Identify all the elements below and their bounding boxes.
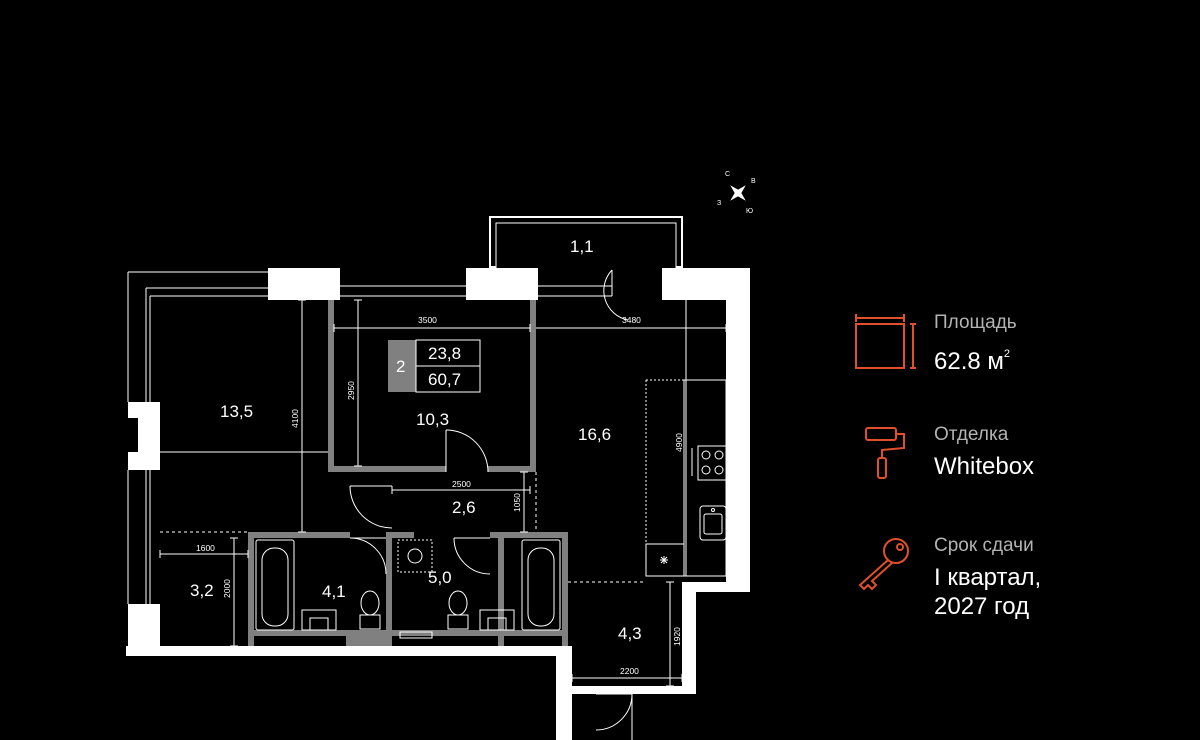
room-area-kitchen-living: 16,6: [578, 425, 611, 444]
dim-storage-depth: 2000: [222, 579, 232, 598]
washbasin-icon: [301, 609, 337, 631]
dim-kitchen-width: 3480: [622, 315, 641, 325]
compass-west: З: [717, 200, 721, 207]
info-finish: Отделка Whitebox: [852, 424, 1152, 484]
finish-value: Whitebox: [934, 453, 1035, 480]
balcony: [489, 216, 683, 270]
area-label: Площадь: [934, 312, 1017, 333]
bathtub-icon: [521, 539, 561, 631]
room-area-bathroom-1: 4,1: [322, 582, 346, 601]
dimension-lines: [159, 299, 727, 687]
compass-south: Ю: [746, 208, 753, 215]
deadline-label: Срок сдачи: [934, 535, 1034, 556]
room-area-entrance: 4,3: [618, 624, 642, 643]
sink-icon: [699, 505, 727, 541]
bathtub-icon: [255, 539, 295, 631]
room-area-bedroom: 13,5: [220, 402, 253, 421]
dim-kitchen-depth: 4900: [674, 433, 684, 452]
dim-entrance-depth: 1920: [672, 627, 682, 646]
dim-hall-depth: 1050: [512, 493, 522, 512]
cooktop-icon: [697, 445, 727, 481]
zone-boundaries: [160, 472, 646, 583]
deadline-value-line1: I квартал,: [934, 564, 1042, 591]
deadline-value-line2: 2027 год: [934, 593, 1030, 620]
dim-hall-width: 2500: [452, 479, 471, 489]
room-area-storage: 3,2: [190, 581, 214, 600]
paint-roller-icon: [865, 427, 905, 479]
info-deadline: Срок сдачи I квартал, 2027 год: [852, 535, 1152, 625]
deadline-value: I квартал, 2027 год: [934, 563, 1041, 621]
apartment-room-count: 2: [396, 357, 405, 376]
washbasin-icon: [479, 609, 515, 631]
interior-walls: [248, 300, 568, 646]
apartment-total-area: 60,7: [428, 370, 461, 389]
apartment-living-area: 23,8: [428, 344, 461, 363]
doors: [349, 269, 633, 740]
window-frames: [127, 271, 613, 604]
exterior-walls: [126, 266, 750, 740]
compass-rose-icon: С В Ю З: [717, 171, 756, 215]
key-icon: [858, 538, 909, 591]
toilet-icon: [359, 590, 381, 630]
area-value: 62.8 м2: [934, 348, 1011, 375]
room-area-room: 10,3: [416, 410, 449, 429]
compass-east: В: [751, 178, 756, 185]
room-area-balcony: 1,1: [570, 237, 594, 256]
dim-storage-width: 1600: [196, 543, 215, 553]
dim-room-width: 3500: [418, 315, 437, 325]
dim-room-depth: 2950: [346, 381, 356, 400]
dim-bedroom-depth: 4100: [290, 409, 300, 428]
info-area: Площадь 62.8 м2: [852, 312, 1152, 375]
area-icon: [855, 314, 916, 369]
room-area-bathroom-2: 5,0: [428, 568, 452, 587]
room-area-hall: 2,6: [452, 498, 476, 517]
finish-label: Отделка: [934, 424, 1009, 445]
radiator-icon: [399, 631, 433, 639]
toilet-icon: [447, 590, 469, 630]
apartment-badge: 2 23,8 60,7: [388, 339, 481, 393]
washing-machine-icon: [397, 539, 433, 573]
compass-north: С: [725, 171, 730, 178]
dim-entrance-width: 2200: [620, 666, 639, 676]
fridge-icon: [660, 556, 668, 564]
